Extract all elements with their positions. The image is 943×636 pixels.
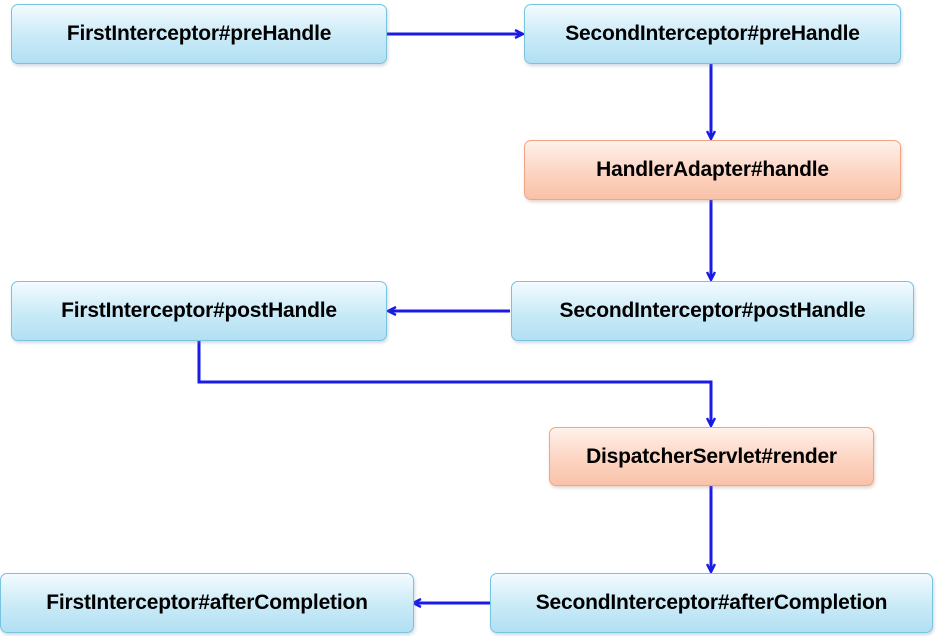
- node-first-posthandle: FirstInterceptor#postHandle: [11, 281, 387, 341]
- node-second-aftercompletion: SecondInterceptor#afterCompletion: [490, 573, 933, 633]
- node-second-posthandle: SecondInterceptor#postHandle: [511, 281, 914, 341]
- node-handler-adapter-handle: HandlerAdapter#handle: [524, 140, 901, 200]
- node-dispatcher-servlet-render: DispatcherServlet#render: [549, 427, 874, 486]
- node-first-prehandle: FirstInterceptor#preHandle: [11, 4, 387, 64]
- arrow-first-posthandle-to-dispatcher-render: [197, 341, 711, 425]
- node-first-aftercompletion: FirstInterceptor#afterCompletion: [0, 573, 414, 633]
- node-second-prehandle: SecondInterceptor#preHandle: [524, 4, 901, 64]
